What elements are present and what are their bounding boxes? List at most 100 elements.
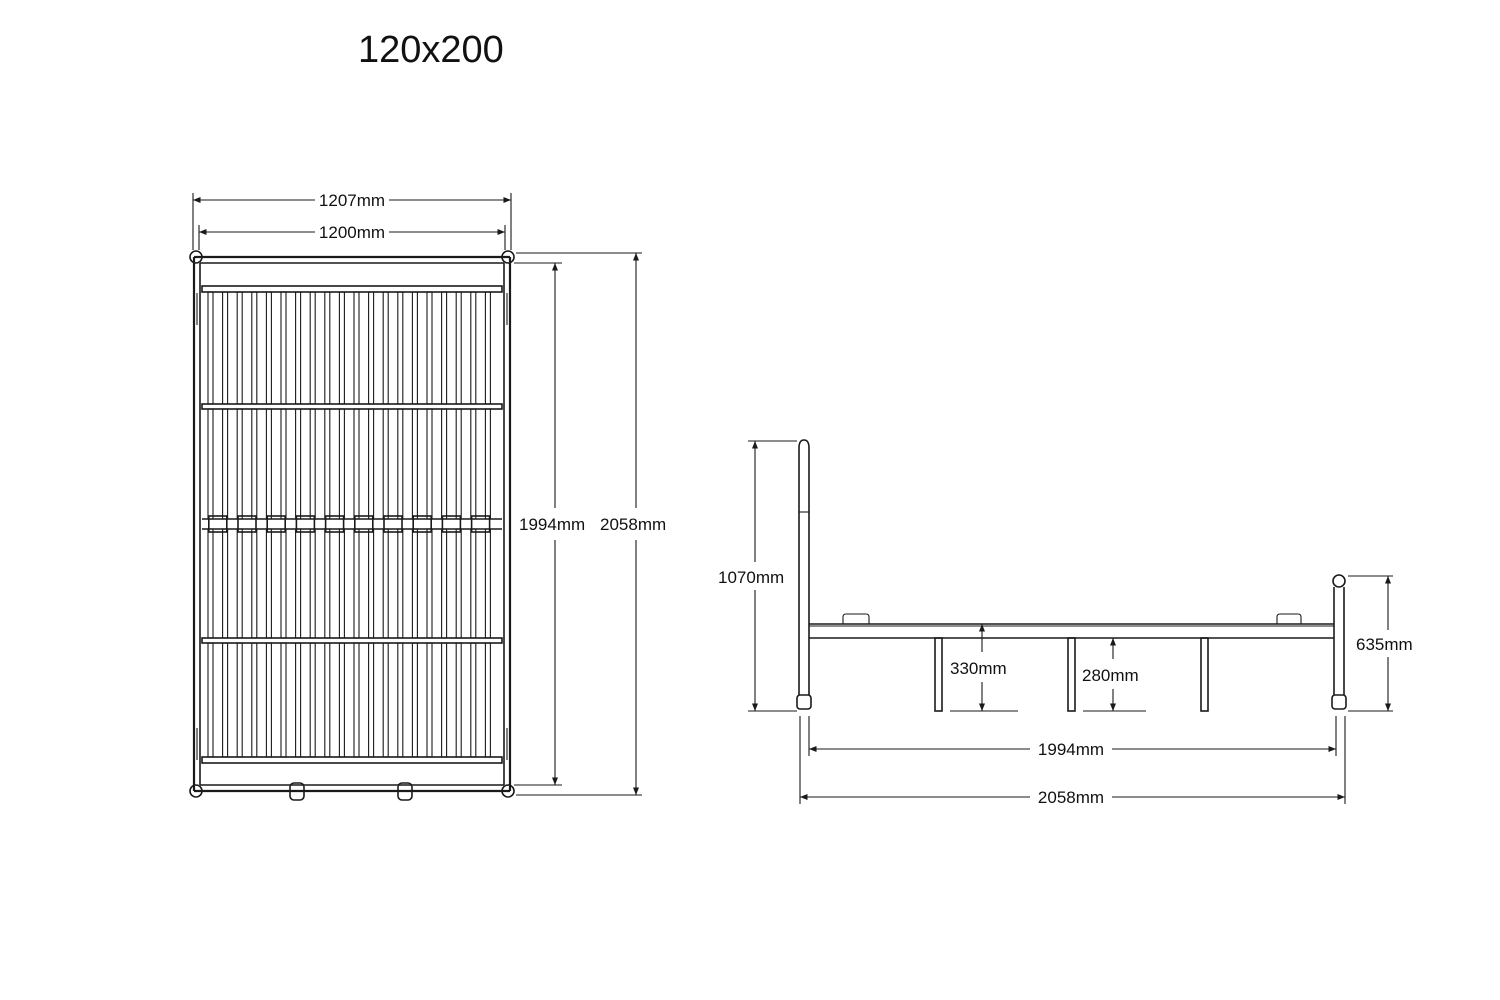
slat [455,642,462,758]
foot-right [397,782,413,801]
slat [411,408,418,520]
label-footboard-height: 635mm [1356,635,1413,654]
leg-1 [934,637,943,712]
slat [470,408,477,520]
slat [484,291,491,405]
top-view-slat-clips [208,515,491,533]
slat [280,291,287,405]
slat [382,291,389,405]
dim-leg-height: 280mm [1082,638,1146,712]
top-view-slats [207,291,491,758]
headboard-foot [796,694,812,710]
label-side-length-outer: 2058mm [1038,788,1104,807]
slat [397,408,404,520]
slat [295,528,302,639]
side-view: 1070mm 635mm 330mm 280mm [718,439,1413,807]
slat-clip [412,515,433,533]
slat [338,528,345,639]
label-width-outer: 1207mm [319,191,385,210]
leg-3 [1200,637,1209,712]
slat [222,408,229,520]
slat [441,528,448,639]
headboard [796,439,812,710]
slat [222,642,229,758]
label-length-inner: 1994mm [519,515,585,534]
slat [455,408,462,520]
slat [484,642,491,758]
slat [455,528,462,639]
slat [441,291,448,405]
slat [295,291,302,405]
rail-bracket-left [842,613,870,624]
slat [470,642,477,758]
slat [382,408,389,520]
slat [265,291,272,405]
center-legs [934,637,1209,712]
slat [236,291,243,405]
slat [397,291,404,405]
slat-clip [208,515,228,533]
corner-post-top-right [501,250,515,264]
slat [353,642,360,758]
slat [455,291,462,405]
label-width-inner: 1200mm [319,223,385,242]
slat [426,528,433,639]
top-view-cross-rails [201,285,503,764]
slat-clip [470,515,491,533]
label-leg-height: 280mm [1082,666,1139,685]
corner-post-top-left [189,250,203,264]
footboard-foot [1331,694,1347,710]
label-side-length-inner: 1994mm [1038,740,1104,759]
dim-side-length-outer: 2058mm [799,716,1346,807]
slat [397,642,404,758]
leg-2 [1067,637,1076,712]
slat [368,642,375,758]
slat [207,642,214,758]
slat [426,642,433,758]
slat [338,642,345,758]
slat [382,642,389,758]
slat [251,291,258,405]
dim-width-outer: 1207mm [192,191,512,250]
top-view: 1207mm 1200mm 1994mm 2058mm [189,191,666,801]
slat [295,642,302,758]
slat [236,528,243,639]
slat [251,528,258,639]
drawing-title: 120x200 [358,29,504,71]
slat-clip [295,515,316,533]
slat [309,528,316,639]
slat [338,408,345,520]
slat [265,528,272,639]
slat-clip [383,515,403,533]
slat [265,408,272,520]
dim-footboard-height: 635mm [1348,575,1413,712]
slat [236,408,243,520]
top-view-frame [189,250,515,801]
label-headboard-height: 1070mm [718,568,784,587]
label-length-outer: 2058mm [600,515,666,534]
footboard-finial [1332,574,1346,588]
side-rail [809,613,1334,639]
slat [470,291,477,405]
slat-clip [441,515,462,533]
slat [251,642,258,758]
slat [207,408,214,520]
slat [324,408,331,520]
dim-length-inner: 1994mm [514,262,585,786]
slat [470,528,477,639]
slat [324,291,331,405]
rail-bracket-right [1276,613,1302,624]
slat [484,528,491,639]
dim-side-length-inner: 1994mm [808,716,1337,759]
slat [251,408,258,520]
dim-rail-height: 330mm [950,624,1018,712]
slat [280,642,287,758]
slat [353,408,360,520]
slat [280,528,287,639]
slat [426,408,433,520]
corner-post-bottom-left [189,784,203,798]
slat [368,528,375,639]
slat [382,528,389,639]
dim-length-outer: 2058mm [516,252,666,796]
